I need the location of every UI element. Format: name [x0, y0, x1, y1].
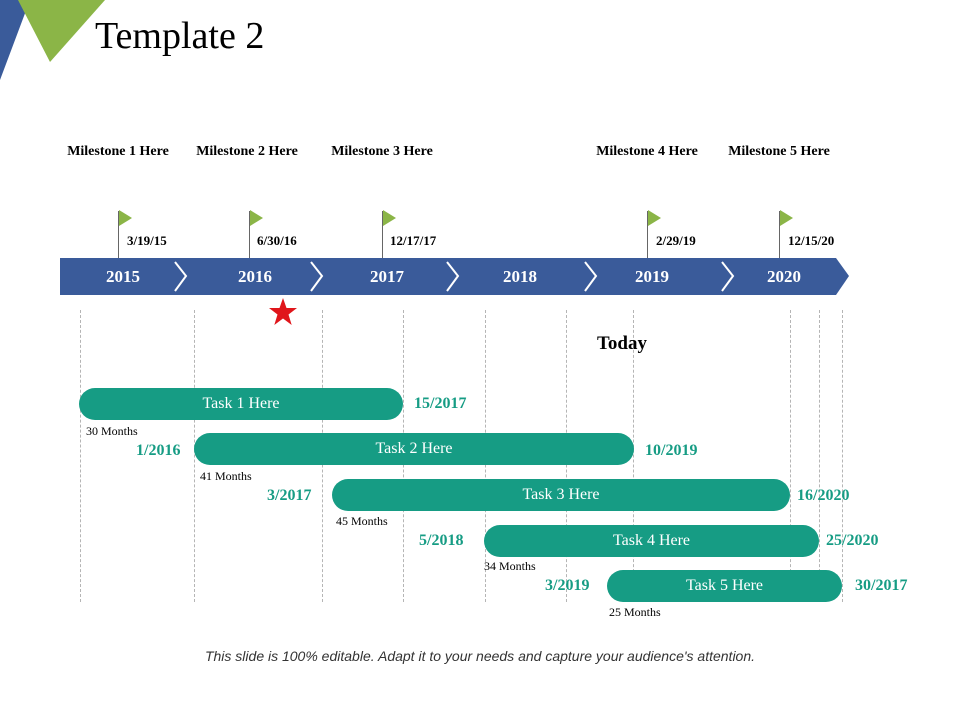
task-1-duration: 30 Months: [86, 424, 138, 438]
milestone-1-pole: [118, 211, 119, 258]
milestone-3-label: Milestone 3 Here: [331, 144, 433, 159]
year-2015: 2015: [106, 267, 140, 286]
flag-icon: [383, 210, 396, 226]
guide-line: [194, 310, 195, 602]
task-5-duration: 25 Months: [609, 605, 661, 619]
task-5-end: 30/2017: [855, 577, 908, 594]
chevron-right-icon: [721, 261, 735, 292]
milestone-2-pole: [249, 211, 250, 258]
task-2-bar[interactable]: Task 2 Here: [194, 433, 634, 465]
flag-icon: [119, 210, 132, 226]
task-4-bar[interactable]: Task 4 Here: [484, 525, 819, 557]
footer-note: This slide is 100% editable. Adapt it to…: [204, 648, 756, 664]
task-5-bar[interactable]: Task 5 Here: [607, 570, 842, 602]
guide-line: [819, 310, 820, 602]
guide-line: [80, 310, 81, 602]
task-4-end: 25/2020: [826, 532, 879, 549]
corner-decoration: [0, 0, 105, 80]
flag-icon: [648, 210, 661, 226]
year-2017: 2017: [370, 267, 404, 286]
milestone-3-date: 12/17/17: [390, 233, 437, 248]
milestone-4-pole: [647, 211, 648, 258]
milestone-4-date: 2/29/19: [656, 233, 696, 248]
task-2-duration: 41 Months: [200, 469, 252, 483]
milestone-3-pole: [382, 211, 383, 258]
task-3-start: 3/2017: [267, 487, 312, 504]
milestone-5-label: Milestone 5 Here: [728, 144, 830, 159]
task-3-end: 16/2020: [797, 487, 850, 504]
chevron-right-icon: [174, 261, 188, 292]
year-2020: 2020: [767, 267, 801, 286]
year-2018: 2018: [503, 267, 537, 286]
flag-icon: [780, 210, 793, 226]
today-label: Today: [597, 333, 647, 354]
star-icon: [269, 298, 297, 325]
milestone-5-pole: [779, 211, 780, 258]
milestone-4-label: Milestone 4 Here: [596, 144, 698, 159]
task-4-start: 5/2018: [419, 532, 464, 549]
guide-line: [790, 310, 791, 602]
milestone-2-date: 6/30/16: [257, 233, 297, 248]
flag-icon: [250, 210, 263, 226]
milestone-1-label: Milestone 1 Here: [67, 144, 169, 159]
guide-line: [633, 310, 634, 602]
chevron-right-icon: [310, 261, 324, 292]
task-3-bar[interactable]: Task 3 Here: [332, 479, 790, 511]
task-4-duration: 34 Months: [484, 559, 536, 573]
chevron-right-icon: [446, 261, 460, 292]
task-2-end: 10/2019: [645, 442, 698, 459]
task-3-duration: 45 Months: [336, 514, 388, 528]
year-2016: 2016: [238, 267, 272, 286]
year-2019: 2019: [635, 267, 669, 286]
year-band: [60, 258, 849, 295]
slide-title: Template 2: [95, 15, 265, 57]
milestone-5-date: 12/15/20: [788, 233, 835, 248]
task-1-bar[interactable]: Task 1 Here: [79, 388, 403, 420]
milestone-1-date: 3/19/15: [127, 233, 167, 248]
milestone-2-label: Milestone 2 Here: [196, 144, 298, 159]
task-5-start: 3/2019: [545, 577, 590, 594]
task-2-start: 1/2016: [136, 442, 181, 459]
task-1-end: 15/2017: [414, 395, 467, 412]
guide-line: [842, 310, 843, 602]
chevron-right-icon: [584, 261, 598, 292]
